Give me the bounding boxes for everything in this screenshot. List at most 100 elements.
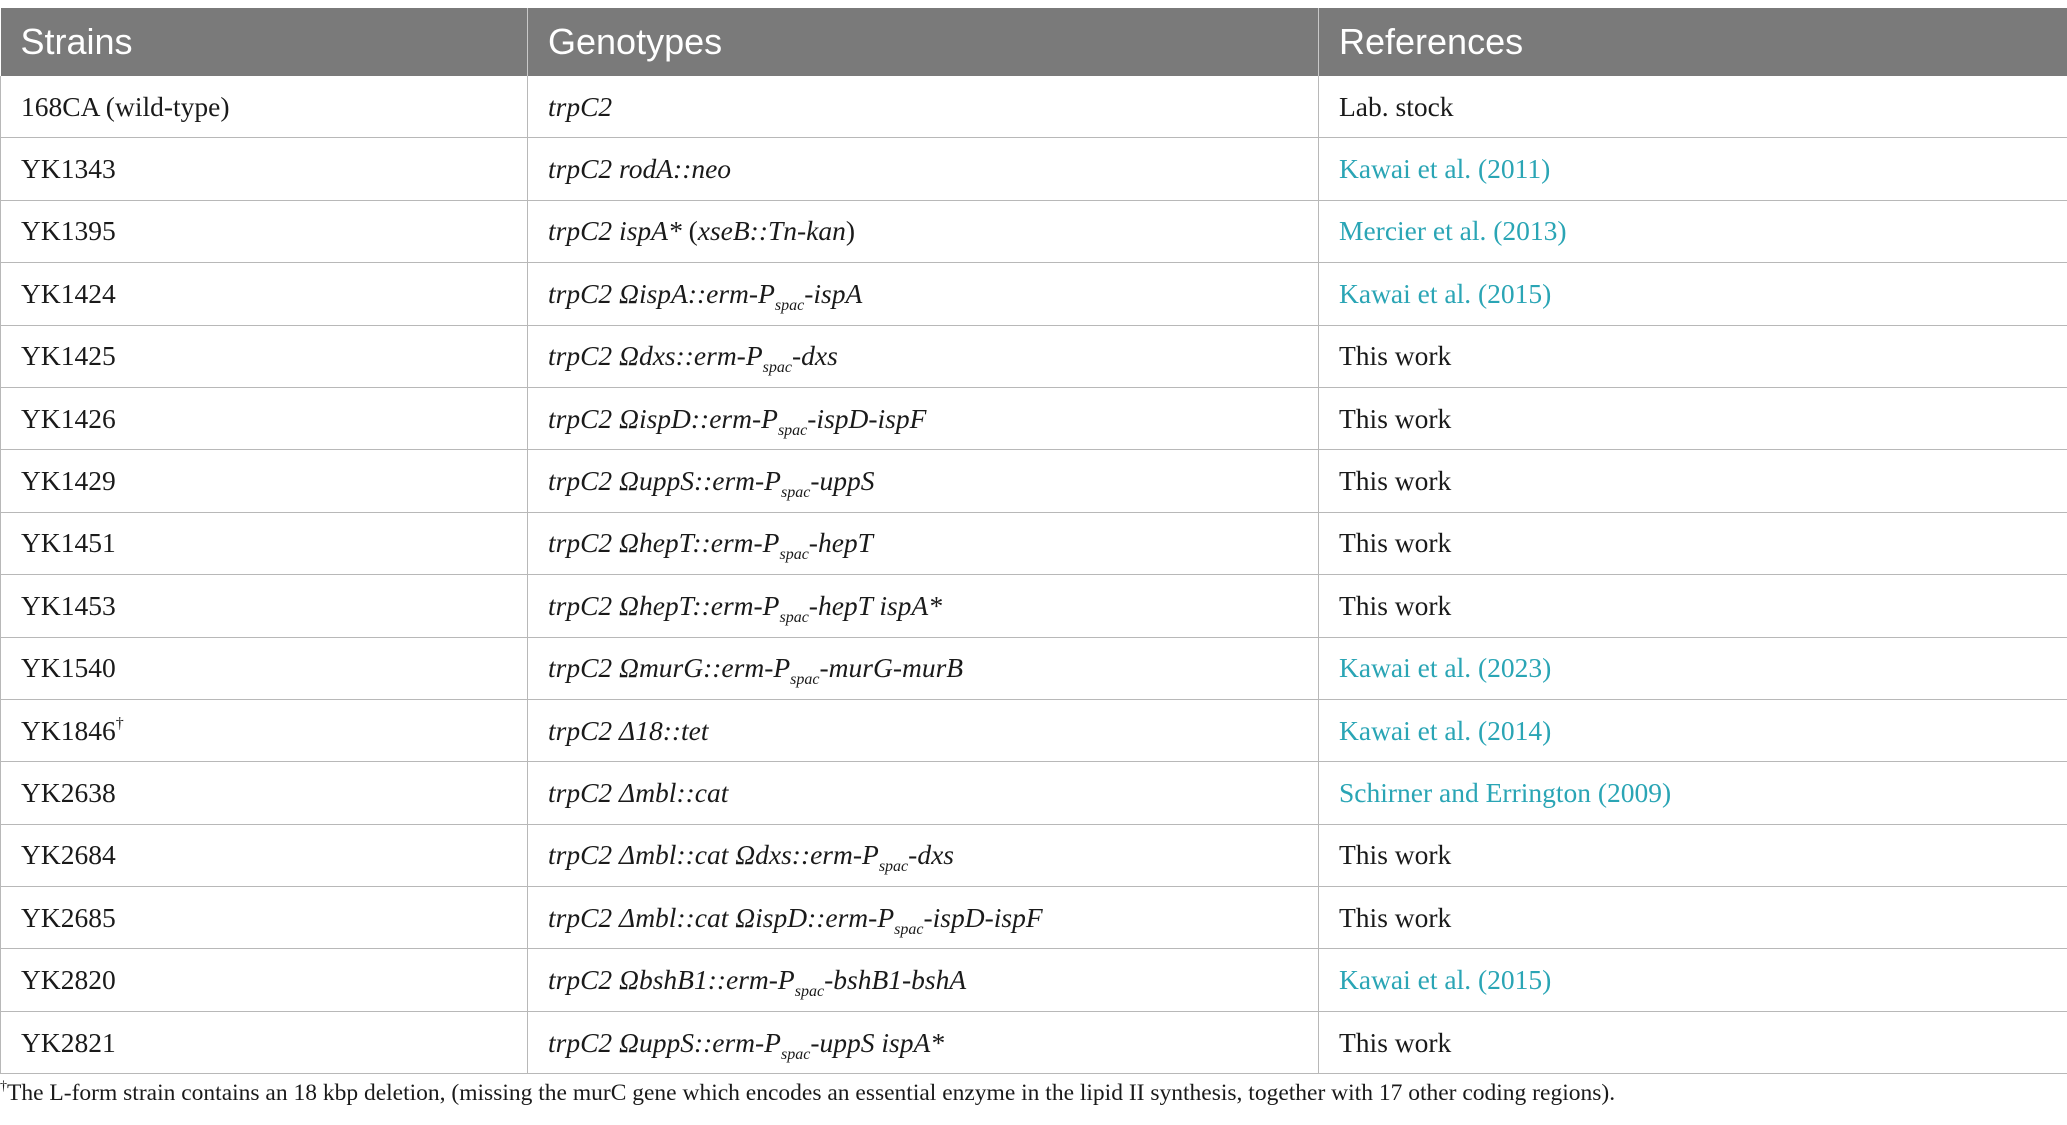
genotype-subscript: spac (790, 671, 820, 689)
strain-name: YK2684 (21, 839, 116, 871)
genotype-text: trpC2 ΩhepT::erm-P (548, 589, 780, 621)
reference-cell: This work (1318, 886, 2067, 950)
genotype-text: -hepT (808, 527, 873, 559)
reference-link[interactable]: Mercier et al. (2013) (1339, 215, 1567, 247)
genotype-text: trpC2 rodA::neo (548, 153, 732, 185)
strain-cell: YK1453 (0, 574, 528, 638)
strain-cell: YK2684 (0, 824, 528, 888)
strain-name: YK1343 (21, 153, 116, 185)
genotype-text: -uppS (810, 465, 875, 497)
strain-name: YK1453 (21, 589, 116, 621)
strain-name: YK1846 (21, 714, 116, 746)
genotype-text: trpC2 Δ18::tet (548, 714, 709, 746)
reference-text: This work (1339, 839, 1452, 871)
reference-cell: This work (1318, 1011, 2067, 1075)
strains-table: Strains Genotypes References 168CA (wild… (0, 8, 2067, 1075)
reference-cell: Kawai et al. (2014) (1318, 699, 2067, 763)
genotype-text: -ispD-ispF (807, 402, 927, 434)
table-row: YK1425 trpC2 Ωdxs::erm-Pspac-dxs This work (0, 325, 2067, 388)
reference-cell: This work (1318, 449, 2067, 513)
genotype-cell: trpC2 (527, 76, 1319, 139)
genotype-cell: trpC2 Δmbl::cat Ωdxs::erm-Pspac-dxs (527, 824, 1319, 888)
reference-cell: Kawai et al. (2023) (1318, 637, 2067, 700)
strain-cell: YK2821 (0, 1011, 528, 1075)
genotype-cell: trpC2 ΩispA::erm-Pspac-ispA (527, 262, 1319, 326)
strain-cell: YK1395 (0, 200, 528, 264)
header-genotypes: Genotypes (527, 8, 1319, 76)
reference-link[interactable]: Kawai et al. (2023) (1339, 652, 1552, 684)
strain-name: YK1426 (21, 402, 116, 434)
reference-text: This work (1339, 340, 1452, 372)
genotype-text: -hepT ispA* (808, 589, 942, 621)
genotype-cell: trpC2 ΩmurG::erm-Pspac-murG-murB (527, 637, 1319, 700)
reference-text: This work (1339, 1026, 1452, 1058)
genotype-cell: trpC2 Δmbl::cat (527, 761, 1319, 825)
reference-link[interactable]: Kawai et al. (2015) (1339, 964, 1552, 996)
genotype-text: trpC2 ΩispD::erm-P (548, 402, 778, 434)
genotype-cell: trpC2 ΩbshB1::erm-Pspac-bshB1-bshA (527, 948, 1319, 1012)
table-row: YK1429 trpC2 ΩuppS::erm-Pspac-uppS This wo… (0, 449, 2067, 513)
genotype-text: trpC2 ΩhepT::erm-P (548, 527, 780, 559)
table-row: YK1540 trpC2 ΩmurG::erm-Pspac-murG-murB Ka… (0, 637, 2067, 700)
header-references: References (1318, 8, 2067, 76)
genotype-text: trpC2 Δmbl::cat (548, 776, 729, 808)
strain-name: YK1425 (21, 340, 116, 372)
genotype-text: trpC2 (548, 90, 613, 122)
reference-text: This work (1339, 589, 1452, 621)
table-row: 168CA (wild-type) trpC2 Lab. stock (0, 76, 2067, 139)
header-row: Strains Genotypes References (0, 8, 2067, 76)
strain-cell: YK1425 (0, 325, 528, 388)
reference-link[interactable]: Schirner and Errington (2009) (1339, 776, 1672, 808)
reference-text: This work (1339, 402, 1452, 434)
genotype-text: trpC2 ΩuppS::erm-P (548, 465, 781, 497)
genotype-subscript: spac (878, 858, 909, 876)
genotype-text: trpC2 Ωdxs::erm-P (548, 340, 763, 372)
reference-text: This work (1339, 527, 1452, 559)
reference-link[interactable]: Kawai et al. (2015) (1339, 277, 1552, 309)
genotype-text: -ispA (804, 277, 863, 309)
genotype-text: trpC2 ΩuppS::erm-P (548, 1026, 781, 1058)
strain-name: 168CA (wild-type) (21, 90, 230, 122)
reference-link[interactable]: Kawai et al. (2014) (1339, 714, 1552, 746)
reference-cell: This work (1318, 387, 2067, 451)
strain-cell: YK2820 (0, 948, 528, 1012)
strain-name: YK1429 (21, 465, 116, 497)
genotype-text: -dxs (908, 839, 954, 871)
genotype-cell: trpC2 Ωdxs::erm-Pspac-dxs (527, 325, 1319, 388)
reference-cell: This work (1318, 512, 2067, 576)
genotype-text: -dxs (791, 340, 838, 372)
genotype-subscript: spac (781, 1045, 811, 1063)
genotype-subscript: spac (781, 484, 811, 502)
reference-cell: Kawai et al. (2011) (1318, 137, 2067, 201)
header-strains: Strains (0, 8, 528, 76)
strain-name: YK2821 (21, 1026, 116, 1058)
genotype-text: trpC2 Δmbl::cat ΩispD::erm-P (548, 901, 895, 933)
reference-link[interactable]: Kawai et al. (2011) (1339, 153, 1551, 185)
genotype-text: trpC2 ΩispA::erm-P (548, 277, 775, 309)
genotype-text: trpC2 ΩbshB1::erm-P (548, 964, 795, 996)
reference-text: This work (1339, 465, 1452, 497)
strain-cell: YK1540 (0, 637, 528, 700)
strain-cell: YK1846† (0, 699, 528, 763)
genotype-subscript: spac (774, 296, 805, 314)
reference-cell: Schirner and Errington (2009) (1318, 761, 2067, 825)
genotype-cell: trpC2 Δ18::tet (527, 699, 1319, 763)
genotype-text: -ispD-ispF (923, 901, 1043, 933)
genotype-subscript: spac (762, 359, 792, 377)
reference-text: Lab. stock (1339, 90, 1454, 122)
strain-cell: YK1426 (0, 387, 528, 451)
genotype-subscript: spac (894, 920, 924, 938)
strain-cell: YK1429 (0, 449, 528, 513)
reference-cell: Kawai et al. (2015) (1318, 948, 2067, 1012)
reference-cell: This work (1318, 574, 2067, 638)
table-row: YK1846† trpC2 Δ18::tet Kawai et al. (2014) (0, 699, 2067, 763)
genotype-text: trpC2 ΩmurG::erm-P (548, 652, 791, 684)
strain-name: YK1540 (21, 652, 116, 684)
